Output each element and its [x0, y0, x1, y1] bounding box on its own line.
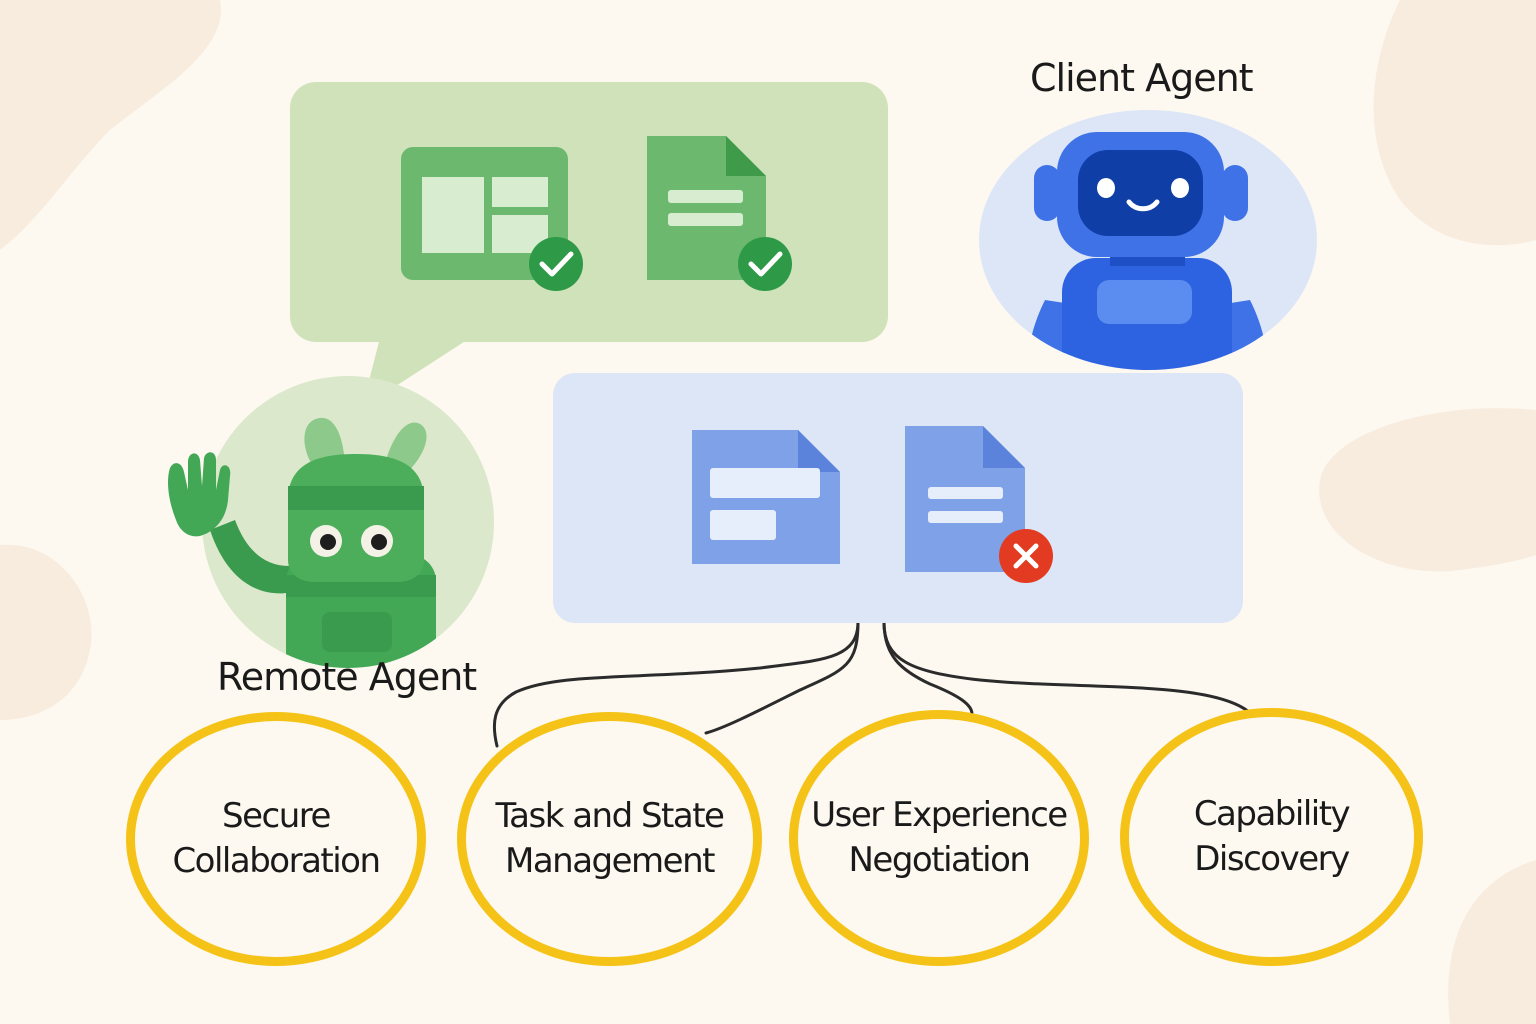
connector-line-secure — [492, 620, 860, 748]
client-agent-label: Client Agent — [1030, 56, 1254, 100]
capability-label-line2: Negotiation — [848, 840, 1031, 880]
check-icon — [738, 237, 792, 291]
capability-label-line1: Secure — [222, 796, 331, 836]
check-icon — [529, 237, 583, 291]
capability-task-and-state-management: Task and State Management — [457, 712, 762, 966]
capability-label-line1: User Experience — [811, 795, 1068, 835]
connector-line-task — [704, 620, 860, 735]
form-document-icon — [692, 430, 840, 564]
capability-label-line2: Management — [505, 841, 715, 881]
capability-label-line2: Discovery — [1194, 839, 1350, 879]
capability-user-experience-negotiation: User Experience Negotiation — [789, 710, 1089, 966]
capability-label-line1: Task and State — [495, 796, 725, 836]
remote-agent-label: Remote Agent — [217, 655, 477, 699]
capability-discovery: Capability Discovery — [1120, 708, 1423, 966]
capability-secure-collaboration: Secure Collaboration — [126, 712, 426, 966]
capability-label-line2: Collaboration — [172, 841, 381, 881]
text-document-icon — [905, 426, 1025, 572]
layout-document-icon — [401, 147, 568, 280]
connector-line-discovery — [882, 620, 1251, 714]
text-document-icon — [647, 136, 766, 280]
capability-label-line1: Capability — [1193, 794, 1351, 834]
close-icon — [999, 529, 1053, 583]
